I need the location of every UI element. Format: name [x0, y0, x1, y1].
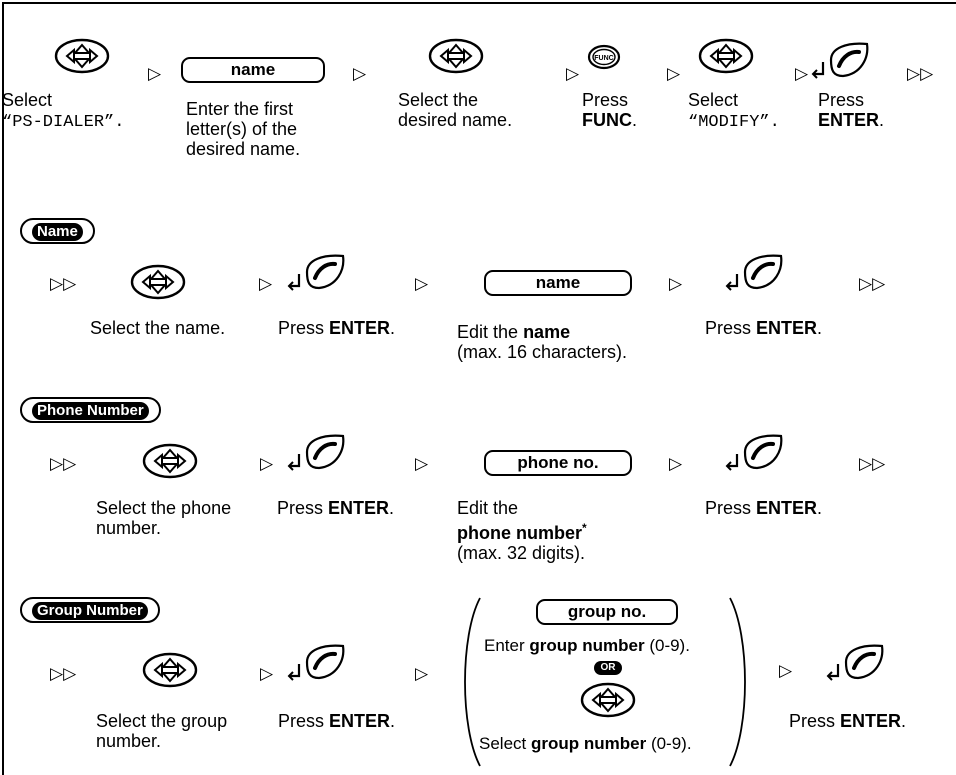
- arrow-icon: ▷: [667, 64, 681, 83]
- name-press-enter-text: Press ENTER.: [705, 318, 823, 338]
- group-select-nav-text: Select group number (0-9).: [479, 734, 692, 753]
- double-arrow-icon: ▷▷: [50, 664, 77, 683]
- navigator-icon: [142, 652, 198, 688]
- arrow-icon: ▷: [669, 454, 683, 473]
- enter-key-icon: [725, 254, 783, 291]
- group-press-text: Press ENTER.: [278, 711, 396, 731]
- name-key: name: [484, 270, 632, 296]
- func-key-icon: FUNC: [587, 44, 621, 70]
- arrow-icon: ▷: [415, 454, 429, 473]
- double-arrow-icon: ▷▷: [50, 454, 77, 473]
- enter-key-icon: [287, 254, 345, 291]
- double-arrow-icon: ▷▷: [859, 274, 886, 293]
- group-section-label: Group Number: [20, 597, 160, 623]
- double-arrow-icon: ▷▷: [907, 64, 934, 83]
- enter-key-icon: [287, 644, 345, 681]
- phone-no-key: phone no.: [484, 450, 632, 476]
- arrow-icon: ▷: [415, 274, 429, 293]
- navigator-icon: [142, 443, 198, 479]
- navigator-icon: [54, 38, 110, 74]
- enter-key-icon: [287, 434, 345, 471]
- navigator-icon: [130, 264, 186, 300]
- group-no-key: group no.: [536, 599, 678, 625]
- arrow-icon: ▷: [415, 664, 429, 683]
- arrow-icon: ▷: [779, 661, 793, 680]
- arrow-icon: ▷: [353, 64, 367, 83]
- step5-text: Select“MODIFY”.: [688, 90, 780, 132]
- name-edit-text: Edit the name(max. 16 characters).: [457, 322, 628, 362]
- arrow-icon: ▷: [566, 64, 580, 83]
- arrow-icon: ▷: [148, 64, 162, 83]
- name-section-label: Name: [20, 218, 95, 244]
- left-parenthesis: [464, 597, 481, 767]
- phone-press-text: Press ENTER.: [277, 498, 395, 518]
- svg-text:FUNC: FUNC: [594, 55, 613, 62]
- group-enter-text: Enter group number (0-9).: [484, 636, 690, 655]
- phone-section-label: Phone Number: [20, 397, 161, 423]
- phone-press-enter-text: Press ENTER.: [705, 498, 823, 518]
- double-arrow-icon: ▷▷: [859, 454, 886, 473]
- group-press-enter-text: Press ENTER.: [789, 711, 907, 731]
- enter-key-icon: [725, 434, 783, 471]
- right-parenthesis: [729, 597, 746, 767]
- navigator-icon: [580, 682, 636, 718]
- name-press-text: Press ENTER.: [278, 318, 396, 338]
- step1-text: Select“PS-DIALER”.: [2, 90, 125, 132]
- enter-key-icon: [811, 42, 869, 79]
- navigator-icon: [428, 38, 484, 74]
- enter-key-icon: [826, 644, 884, 681]
- double-arrow-icon: ▷▷: [50, 274, 77, 293]
- arrow-icon: ▷: [795, 64, 809, 83]
- or-badge: OR: [594, 661, 622, 675]
- navigator-icon: [698, 38, 754, 74]
- name-key: name: [181, 57, 325, 83]
- arrow-icon: ▷: [669, 274, 683, 293]
- arrow-icon: ▷: [259, 274, 273, 293]
- arrow-icon: ▷: [260, 664, 274, 683]
- name-select-text: Select the name.: [90, 318, 226, 338]
- arrow-icon: ▷: [260, 454, 274, 473]
